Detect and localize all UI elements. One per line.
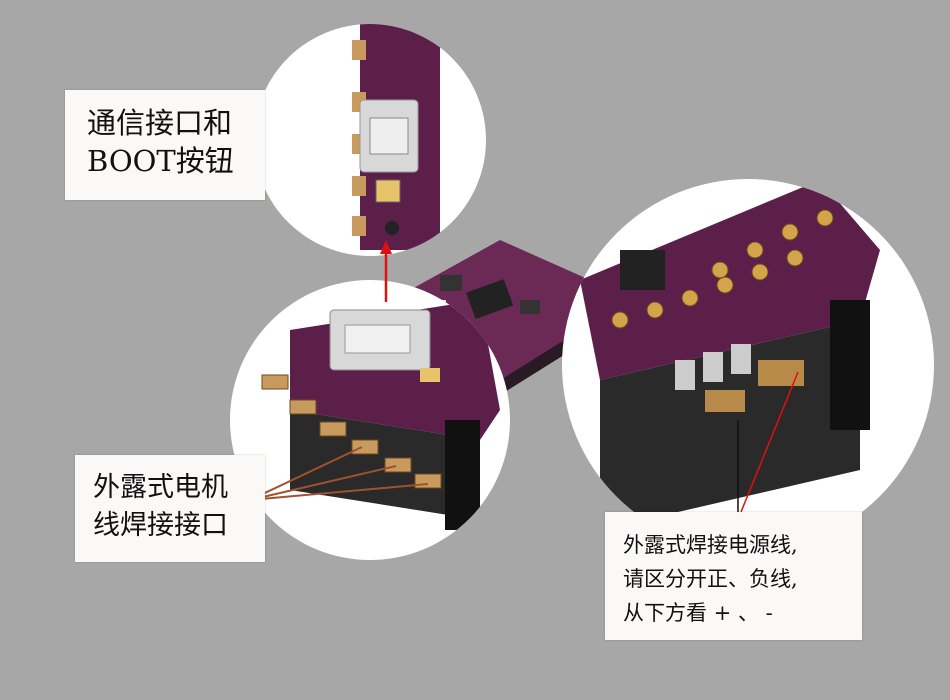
callout-line: 从下方看 + 、 - xyxy=(623,601,773,625)
zoom-circle-motor-pads xyxy=(230,280,510,560)
zoom-circle-power-pads xyxy=(562,179,934,551)
red-arrow xyxy=(380,240,392,302)
callout-line: 请区分开正、负线, xyxy=(623,567,798,591)
zoom-circle-usb xyxy=(254,24,486,256)
callout-comm-port: 通信接口和 BOOT按钮 xyxy=(65,90,265,200)
callout-line: 通信接口和 xyxy=(87,106,233,140)
callout-line: 线焊接接口 xyxy=(93,510,228,541)
callout-power-pads: 外露式焊接电源线, 请区分开正、负线, 从下方看 + 、 - xyxy=(605,512,862,640)
power-leader-lines xyxy=(737,371,799,513)
callout-line: 外露式焊接电源线, xyxy=(623,533,798,557)
motor-leader-lines xyxy=(249,446,429,501)
callout-line: 外露式电机 xyxy=(93,472,228,503)
callout-motor-pads: 外露式电机 线焊接接口 xyxy=(75,455,265,562)
callout-line: BOOT按钮 xyxy=(87,144,234,178)
